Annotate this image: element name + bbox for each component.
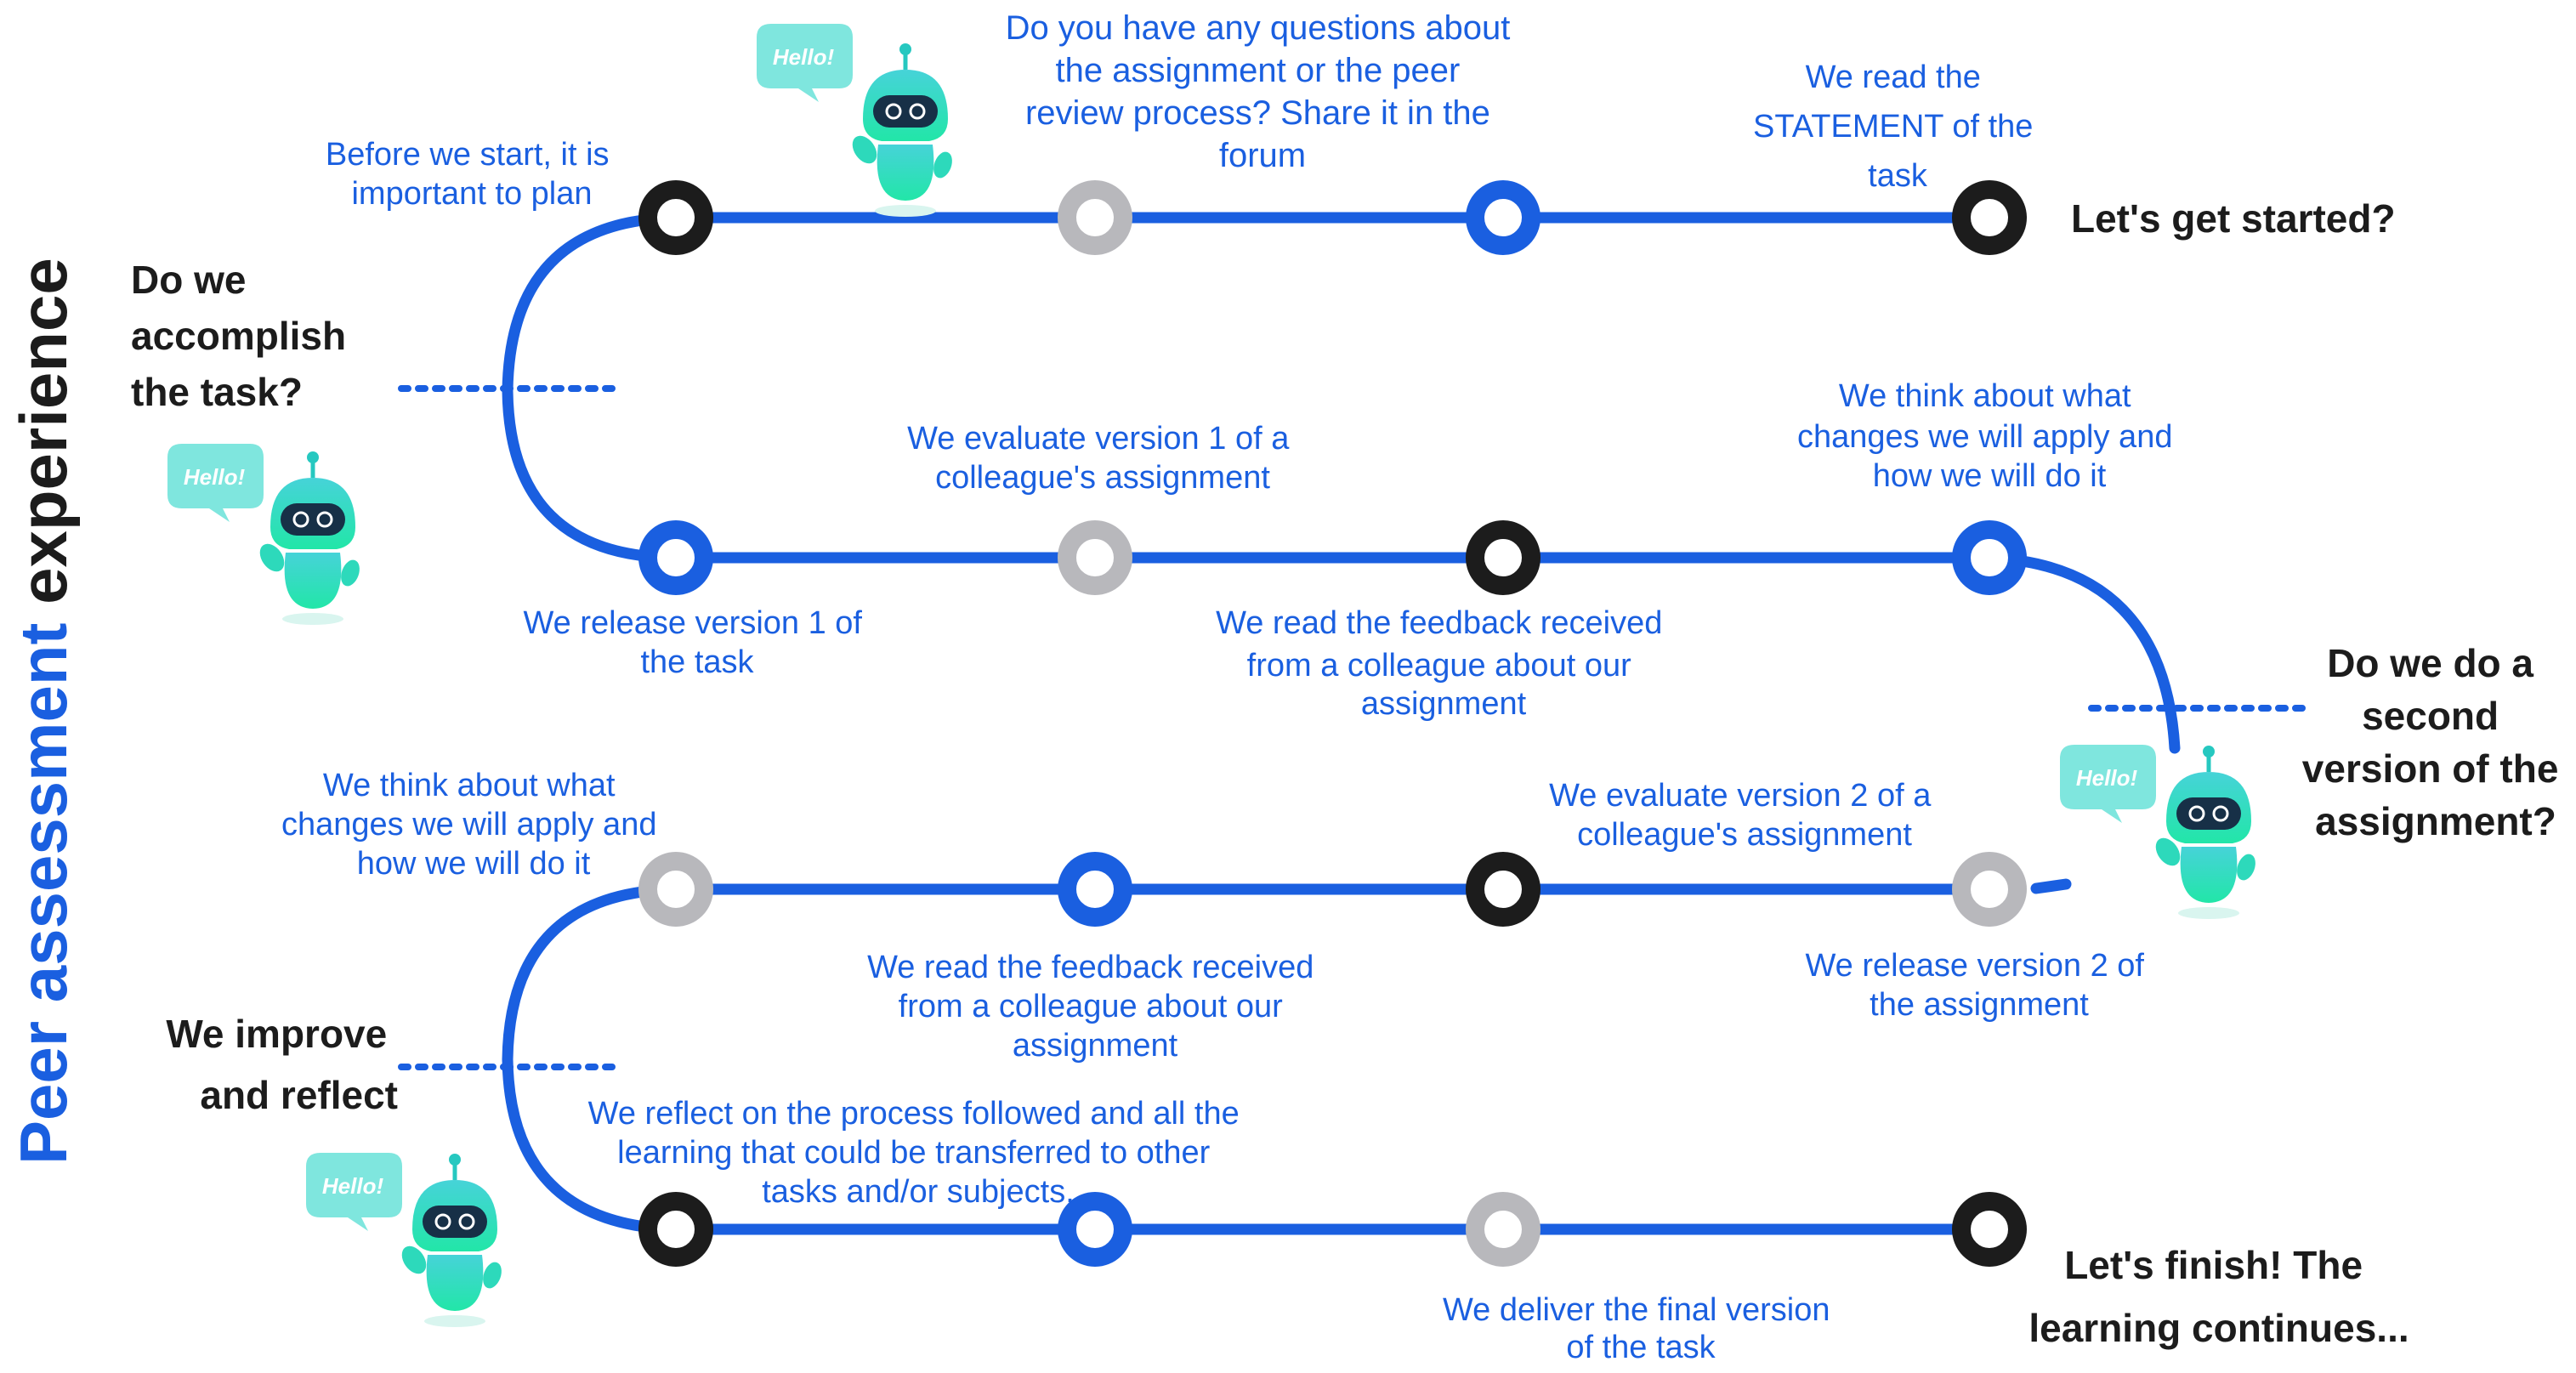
node-reflect-2 [1058, 1192, 1132, 1267]
step-plan-label: Before we start, it is important to plan [326, 137, 618, 212]
step-release-v1-label: We release version 1 of the task [523, 605, 871, 680]
step-reflect-label: We reflect on the process followed and a… [588, 1096, 1249, 1210]
node-think-changes-2 [638, 852, 713, 927]
heading-second-version: Do we do a second version of the assignm… [2302, 641, 2569, 843]
timeline-track [502, 212, 2181, 1235]
step-think-changes-2-label: We think about what changes we will appl… [281, 768, 666, 882]
title-part-peer: Peer [6, 1002, 81, 1165]
heading-accomplish: Do we accomplish the task? [131, 258, 357, 414]
timeline-nodes [638, 180, 2027, 1267]
node-read-feedback-2 [1058, 852, 1132, 927]
speech-bubble: Hello! [757, 24, 853, 102]
step-release-v2-label: We release version 2 of the assignment [1805, 948, 2153, 1023]
title-part-experience: experience [6, 258, 81, 622]
step-read-feedback-2-label: We read the feedback received from a col… [867, 950, 1323, 1064]
node-plan [638, 180, 713, 255]
dotted-connectors [398, 385, 2309, 1070]
heading-start: Let's get started? [2071, 196, 2396, 241]
heading-improve: We improve and reflect [166, 1012, 398, 1117]
speech-bubble: Hello! [167, 444, 264, 522]
step-think-changes-1-label: We think about what changes we will appl… [1797, 378, 2182, 494]
node-read-feedback-1 [1466, 520, 1540, 595]
node-evaluate-v2 [1466, 852, 1540, 927]
robot-mascot-left-lower: Hello! [306, 1153, 505, 1327]
node-forum [1058, 180, 1132, 255]
speech-bubble-text: Hello! [322, 1173, 384, 1199]
heading-finish: Let's finish! The learning continues... [2028, 1243, 2409, 1350]
speech-bubble: Hello! [306, 1153, 402, 1231]
node-think-changes-1 [1952, 520, 2027, 595]
speech-bubble-text: Hello! [2076, 765, 2138, 791]
speech-bubble-text: Hello! [773, 44, 835, 70]
node-release-v2 [1952, 852, 2027, 927]
step-forum-label: Do you have any questions about the assi… [1006, 9, 1520, 174]
speech-bubble-text: Hello! [184, 464, 246, 490]
page-title: Peer assessment experience [6, 258, 81, 1165]
title-part-assessment: assessment [6, 623, 81, 1003]
robot-mascot-left-upper: Hello! [167, 444, 363, 625]
robot-mascot-top: Hello! [757, 24, 956, 217]
node-release-v1 [638, 520, 713, 595]
speech-bubble: Hello! [2060, 745, 2156, 823]
node-finish [1952, 1192, 2027, 1267]
node-evaluate-v1 [1058, 520, 1132, 595]
node-reflect [638, 1192, 713, 1267]
step-statement-label: We read the STATEMENT of the task [1753, 60, 2042, 194]
node-deliver [1466, 1192, 1540, 1267]
step-evaluate-v2-label: We evaluate version 2 of a colleague's a… [1549, 778, 1940, 853]
step-evaluate-v1-label: We evaluate version 1 of a colleague's a… [907, 421, 1298, 496]
robot-mascot-right: Hello! [2060, 745, 2259, 919]
node-statement [1466, 180, 1540, 255]
step-deliver-label: We deliver the final version of the task [1443, 1292, 1839, 1365]
node-start [1952, 180, 2027, 255]
step-read-feedback-1-label: We read the feedback received from a col… [1216, 605, 1671, 722]
